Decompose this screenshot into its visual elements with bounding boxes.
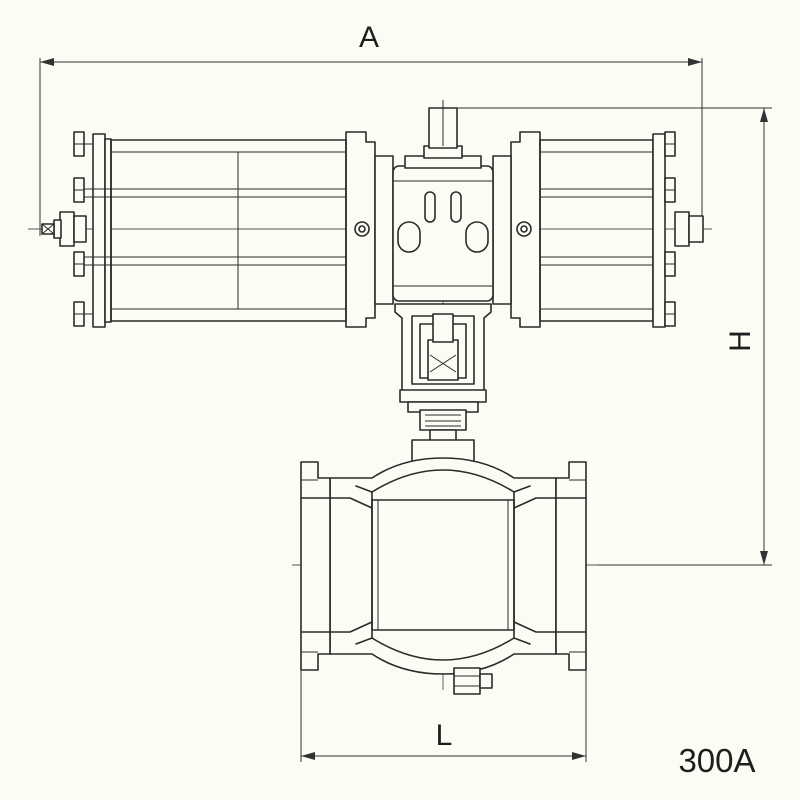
dimension-h-label: H <box>724 330 757 352</box>
size-label: 300A <box>678 742 755 779</box>
actuator-center-housing <box>354 100 532 305</box>
valve-body <box>300 439 587 695</box>
dimension-a: A <box>39 21 703 236</box>
mounting-bracket <box>394 303 492 475</box>
right-actuator-cylinder <box>510 131 704 328</box>
dimension-a-label: A <box>359 21 379 54</box>
left-actuator-cylinder <box>41 131 376 328</box>
dimension-l-label: L <box>436 719 453 752</box>
dimension-h: H <box>440 107 772 566</box>
dimension-l: L <box>300 660 587 762</box>
